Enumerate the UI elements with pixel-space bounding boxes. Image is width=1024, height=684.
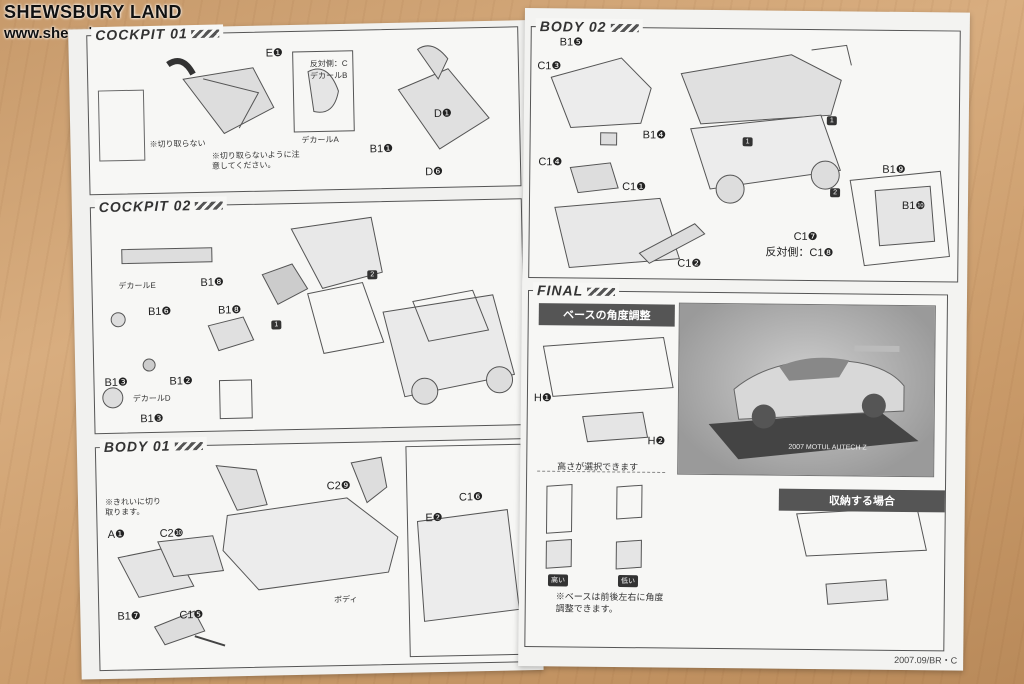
step-number: 1 bbox=[271, 320, 282, 330]
part-label: B1❼ bbox=[117, 610, 141, 623]
body-02-diagram bbox=[550, 44, 950, 269]
part-label: D❶ bbox=[433, 107, 452, 121]
print-code: 2007.09/BR・C bbox=[894, 654, 958, 666]
note: ボディ bbox=[334, 594, 358, 605]
note: ※きれいに切り取ります。 bbox=[104, 496, 162, 518]
part-label: H❶ bbox=[533, 392, 552, 405]
body-01-panel: BODY 01 ※きれいに切り取ります。 A❶ C2❿ C2❾ B1❼ C1❺ … bbox=[94, 436, 532, 672]
cockpit-02-diagram bbox=[102, 216, 516, 420]
body-02-panel: BODY 02 B1❺ C1❸ B1❹ C1❹ C1❶ C1❷ B1❾ B1❿ … bbox=[528, 18, 961, 283]
part-label: C1❷ bbox=[677, 257, 702, 270]
part-label: B1❸ bbox=[104, 376, 128, 389]
part-label: C1❶ bbox=[622, 181, 647, 194]
part-label: C2❾ bbox=[326, 479, 351, 493]
part-label: B1❿ bbox=[901, 199, 926, 213]
part-label: B1❽ bbox=[217, 304, 242, 317]
instruction-sheet-right: BODY 02 B1❺ C1❸ B1❹ C1❹ C1❶ C1❷ B1❾ B1❿ … bbox=[518, 8, 970, 671]
step-number: 1 bbox=[826, 116, 837, 126]
height-note: 高さが選択できます bbox=[557, 461, 639, 473]
part-label: C2❿ bbox=[159, 527, 184, 540]
part-label: H❷ bbox=[647, 435, 666, 448]
part-label: A❶ bbox=[107, 528, 126, 541]
step-number: 2 bbox=[830, 188, 841, 198]
instruction-sheet-left: COCKPIT 01 E❶ B1❶ D❶ D❻ 反対側：C デカールB デカール… bbox=[68, 20, 544, 680]
height-tag-high: 高い bbox=[547, 574, 569, 587]
part-label: D❻ bbox=[425, 165, 444, 179]
note: デカールE bbox=[118, 280, 156, 291]
part-label: B1❻ bbox=[147, 305, 172, 319]
watermark-title: SHEWSBURY LAND bbox=[4, 2, 183, 22]
part-label: B1❽ bbox=[200, 276, 224, 289]
note: ※切り取らない bbox=[149, 138, 206, 149]
part-label: B1❶ bbox=[369, 142, 394, 156]
part-label: B1❸ bbox=[140, 412, 164, 426]
note: 反対側：C bbox=[309, 58, 348, 69]
model-plate-text: 2007 MOTUL AUTECH Z bbox=[788, 443, 867, 452]
angle-note: ※ベースは前後左右に角度調整できます。 bbox=[555, 591, 664, 614]
storage-header: 収納する場合 bbox=[778, 488, 945, 513]
height-tag-low: 低い bbox=[617, 575, 639, 588]
note: デカールD bbox=[132, 393, 171, 404]
part-label: 反対側：C1❽ bbox=[765, 246, 834, 260]
cockpit-02-panel: COCKPIT 02 B1❽ B1❻ B1❽ B1❸ B1❷ B1❸ デカールE… bbox=[89, 196, 527, 435]
part-label: C1❸ bbox=[537, 60, 562, 73]
final-panel: FINAL ベースの角度調整 H❶ H❷ 高さが選択できます 高い 低い ※ベー… bbox=[524, 282, 949, 652]
part-label: B1❷ bbox=[169, 375, 193, 388]
part-label: C1❺ bbox=[179, 608, 204, 622]
part-label: B1❾ bbox=[882, 163, 906, 176]
body-01-diagram bbox=[117, 443, 526, 658]
cockpit-01-diagram bbox=[97, 45, 490, 162]
part-label: C1❹ bbox=[538, 156, 563, 169]
part-label: E❷ bbox=[425, 511, 443, 525]
part-label: C1❼ bbox=[793, 230, 818, 244]
cockpit-01-panel: COCKPIT 01 E❶ B1❶ D❶ D❻ 反対側：C デカールB デカール… bbox=[86, 24, 522, 196]
part-label: E❶ bbox=[265, 47, 283, 60]
final-diagram bbox=[537, 336, 927, 605]
part-label: C1❻ bbox=[458, 491, 484, 504]
note: デカールA bbox=[301, 135, 339, 145]
step-number: 1 bbox=[742, 137, 753, 147]
note: ※切り取らないように注意してください。 bbox=[211, 149, 300, 172]
part-label: B1❺ bbox=[559, 36, 584, 49]
step-number: 2 bbox=[367, 270, 378, 280]
car-model-image bbox=[708, 345, 919, 460]
finished-car-photo: 2007 MOTUL AUTECH Z bbox=[677, 302, 936, 478]
part-label: B1❹ bbox=[642, 129, 667, 142]
note: デカールB bbox=[310, 70, 348, 81]
